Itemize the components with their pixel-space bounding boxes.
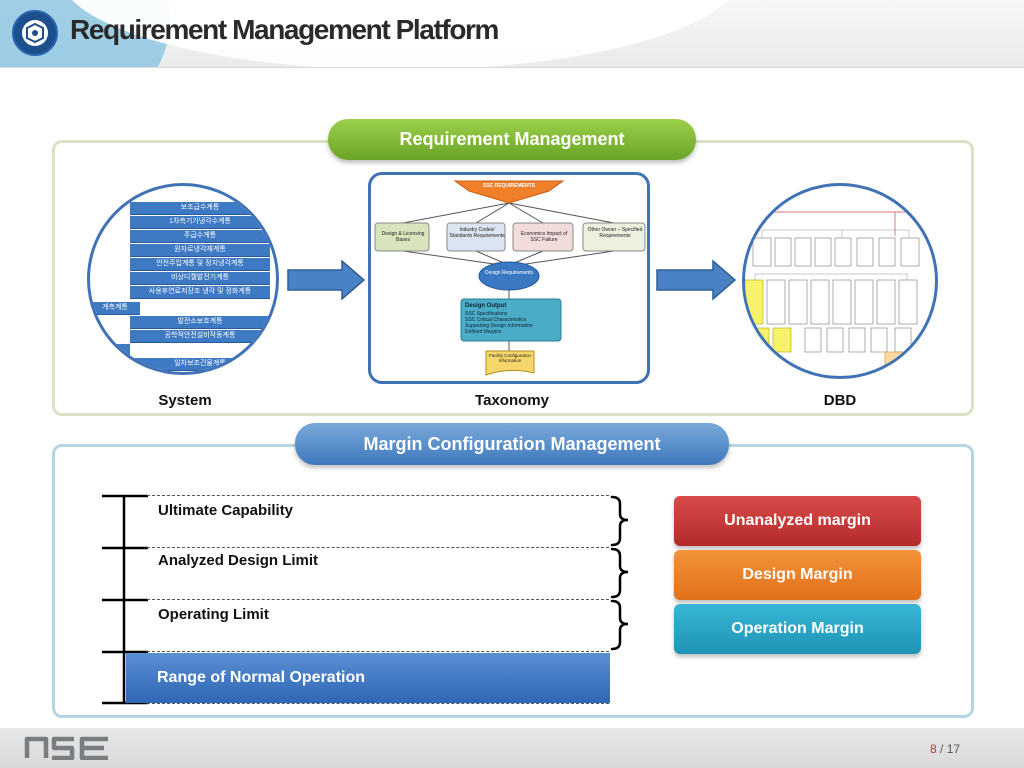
system-item: 원자로냉각재계통 (130, 244, 270, 257)
ultimate-capability-label: Ultimate Capability (158, 502, 294, 519)
slide-header (0, 0, 1024, 68)
nse-logo (24, 736, 108, 760)
header-divider (0, 67, 1024, 68)
margin-configuration-heading: Margin Configuration Management (295, 423, 729, 465)
page-current: 8 (930, 742, 937, 756)
taxonomy-caption: Taxonomy (475, 392, 549, 409)
system-item: 안전주입계통 및 정지냉각계통 (130, 258, 270, 271)
range-of-normal-operation: Range of Normal Operation (126, 653, 610, 703)
system-item: 사용후연료저장조 냉각 및 정화계통 (130, 286, 270, 299)
dbd-diagram-thumbnail (742, 183, 938, 379)
arrow-right-icon (287, 259, 366, 301)
taxonomy-box-label: Design & Licensing Bases (381, 231, 425, 243)
brace-icon (610, 495, 629, 651)
level-divider (147, 547, 609, 548)
taxonomy-output-list: SSC Specifications SSC Critical Characte… (465, 311, 559, 335)
operation-margin-label: Operation Margin (674, 604, 921, 654)
taxonomy-output-title: Design Output (465, 303, 507, 309)
system-item: 공학적안전설비작동계통 (130, 330, 270, 343)
taxonomy-box-label: Economics Impact of SSC Failure (520, 231, 568, 243)
system-diagram-thumbnail: 보조급수계통 1차측기기냉각수계통 주급수계통 원자로냉각재계통 안전주입계통 … (87, 183, 279, 375)
level-divider (147, 599, 609, 600)
page-separator: / (936, 742, 947, 756)
requirement-management-heading: Requirement Management (328, 119, 696, 160)
taxonomy-diagram-thumbnail: SSC REQUIREMENTS Design & Licensing Base… (368, 172, 650, 384)
operating-limit-label: Operating Limit (158, 606, 269, 623)
taxonomy-output-item: Supporting Design Information (465, 323, 533, 329)
system-item: 일차보조건물계통 (130, 358, 270, 371)
page-total: 17 (946, 742, 961, 756)
unanalyzed-margin-label: Unanalyzed margin (674, 496, 921, 546)
system-item: 주급수계통 (130, 230, 270, 243)
taxonomy-center-label: Design Requirements (484, 270, 534, 276)
page-title: Requirement Management Platform (70, 14, 499, 45)
taxonomy-doc-label: Facility Configuration Information (488, 353, 532, 363)
dbd-caption: DBD (823, 392, 857, 409)
taxonomy-box-label: Industry Codes/ Standards Requirements (449, 227, 505, 239)
level-divider (147, 495, 609, 496)
analyzed-design-limit-label: Analyzed Design Limit (158, 552, 319, 569)
taxonomy-output-item: SSC Critical Characteristics (465, 317, 527, 323)
page-number: 8 / 17 (930, 742, 960, 756)
margin-scale-ruler (102, 494, 148, 705)
level-divider (147, 651, 609, 652)
slide-footer (0, 728, 1024, 768)
arrow-right-icon (656, 259, 737, 301)
university-seal-logo (12, 10, 58, 56)
level-divider (147, 703, 609, 704)
system-item: 계측계통 (90, 302, 140, 315)
system-item: 비상디젤발전기계통 (130, 272, 270, 285)
taxonomy-output-item: SSC Specifications (465, 311, 508, 317)
design-margin-label: Design Margin (674, 550, 921, 600)
system-caption: System (158, 392, 212, 409)
system-item: 발전소보호계통 (130, 316, 270, 329)
system-item: 통 (90, 344, 130, 357)
taxonomy-box-label: Other Owner – Specified Requirements (587, 227, 643, 239)
taxonomy-top-label: SSC REQUIREMENTS (483, 183, 535, 189)
system-item: 1차측기기냉각수계통 (130, 216, 270, 229)
taxonomy-output-item: Defined Margins (465, 329, 502, 335)
system-item: 보조급수계통 (130, 202, 270, 215)
